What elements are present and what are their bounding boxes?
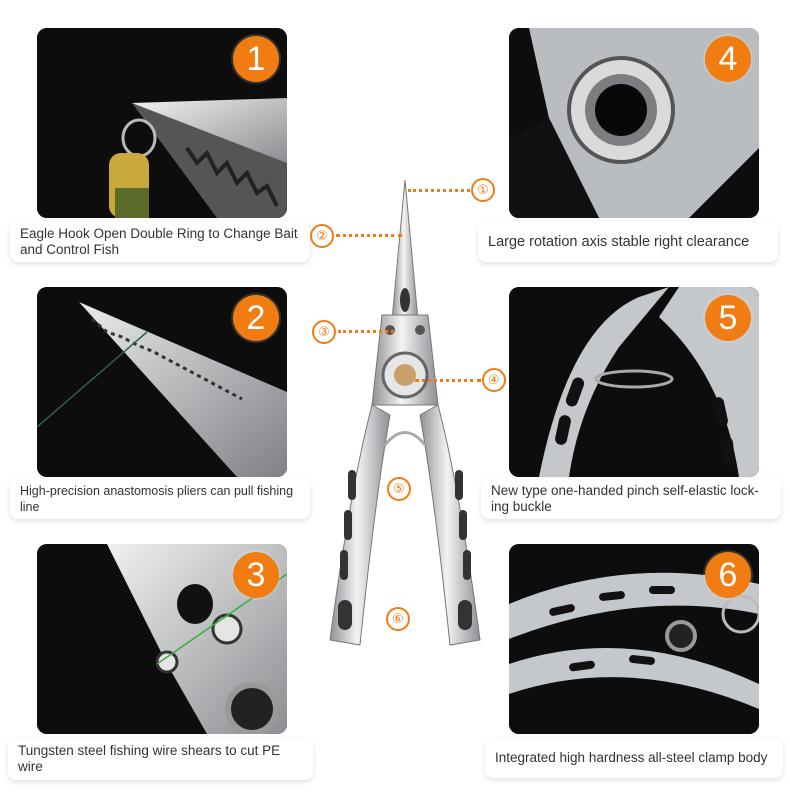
badge-5: 5 xyxy=(705,295,751,341)
marker-6: ⑥ xyxy=(386,607,410,631)
photo-steel-body: 6 xyxy=(509,544,759,734)
caption-1: Eagle Hook Open Double Ring to Change Ba… xyxy=(10,222,310,262)
caption-3: Tungsten steel fishing wire shears to cu… xyxy=(8,738,313,780)
photo-eagle-hook: 1 xyxy=(37,28,287,218)
caption-5: New type one-handed pinch self-elastic l… xyxy=(481,479,781,519)
badge-4: 4 xyxy=(705,36,751,82)
leader-2 xyxy=(336,234,402,237)
badge-1: 1 xyxy=(233,36,279,82)
axis-illustration xyxy=(509,28,759,218)
badge-2: 2 xyxy=(233,295,279,341)
badge-3: 3 xyxy=(233,552,279,598)
leader-4 xyxy=(415,379,481,382)
marker-5: ⑤ xyxy=(387,477,411,501)
caption-6: Integrated high hardness all-steel clamp… xyxy=(485,738,783,778)
marker-3: ③ xyxy=(312,320,336,344)
marker-4: ④ xyxy=(482,368,506,392)
photo-locking-buckle: 5 xyxy=(509,287,759,477)
marker-1: ① xyxy=(471,178,495,202)
leader-3 xyxy=(338,330,394,333)
photo-anastomosis: 2 xyxy=(37,287,287,477)
leader-1 xyxy=(408,189,470,192)
marker-2: ② xyxy=(310,224,334,248)
pliers-illustration xyxy=(329,179,481,646)
badge-6: 6 xyxy=(705,552,751,598)
caption-2: High-precision anastomosis pliers can pu… xyxy=(10,479,310,519)
photo-wire-shears: 3 xyxy=(37,544,287,734)
caption-4: Large rotation axis stable right clearan… xyxy=(478,222,778,262)
photo-rotation-axis: 4 xyxy=(509,28,759,218)
